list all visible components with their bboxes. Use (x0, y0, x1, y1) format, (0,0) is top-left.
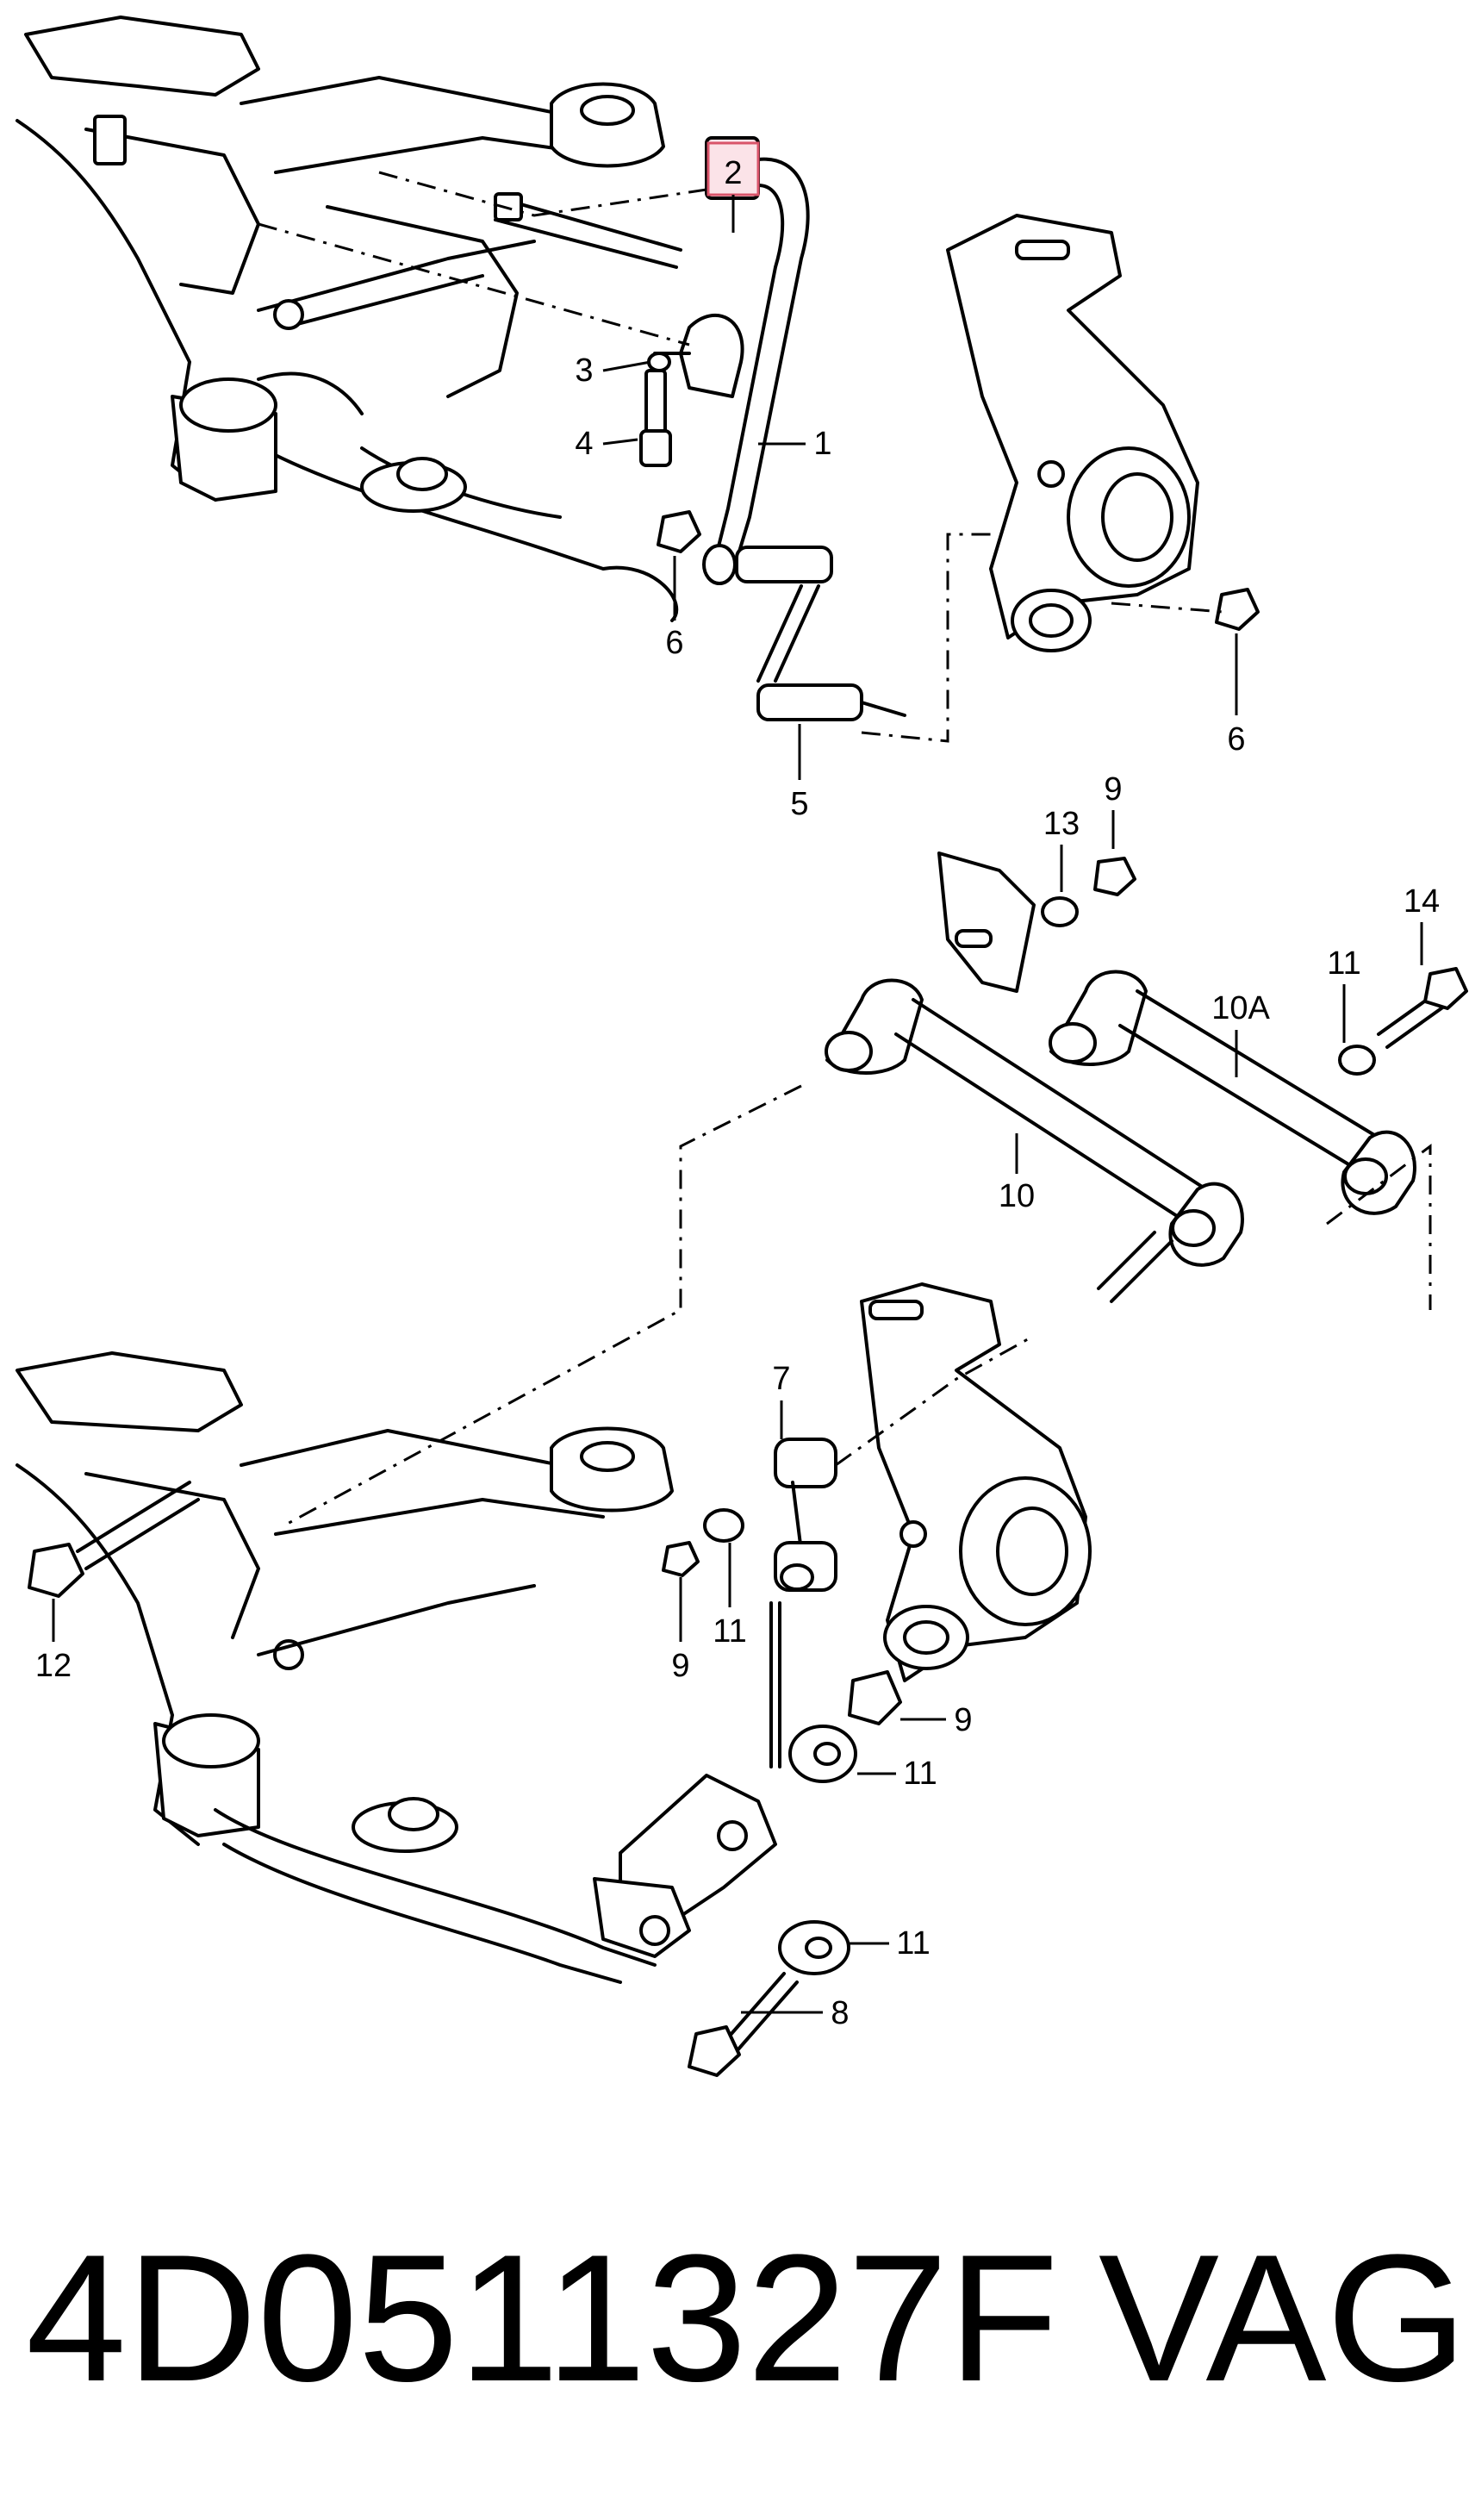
part-4-bolt (639, 369, 672, 467)
callout-9-left: 9 (671, 1648, 689, 1684)
callout-3: 3 (575, 352, 593, 389)
part-10-link (825, 978, 1244, 1303)
callout-5: 5 (790, 786, 808, 822)
upper-subframe (16, 16, 679, 622)
callout-9-top: 9 (1104, 771, 1122, 808)
parts-exploded-diagram: 2 3 4 1 6 5 6 9 13 14 11 10A 10 7 12 9 1… (16, 16, 1468, 2077)
lower-washers-nuts (662, 1508, 902, 1975)
lower-arm (593, 1774, 777, 1958)
callout-4: 4 (575, 426, 593, 462)
upper-bracket (937, 851, 1136, 993)
part-8-bolt (688, 1972, 799, 2077)
callout-11-top: 11 (1327, 945, 1360, 982)
callout-7: 7 (772, 1361, 790, 1397)
part-caption: 4D0511327F VAG (26, 2206, 1467, 2430)
callout-2: 2 (724, 155, 742, 191)
part-10a-link (1049, 970, 1416, 1215)
part-3-clamp (647, 313, 744, 398)
part-1-stabilizer-bar (494, 157, 810, 562)
callout-13: 13 (1043, 806, 1080, 842)
callout-8: 8 (831, 1995, 849, 2031)
part-14-bolt (1338, 967, 1468, 1076)
brand-name: VAG (1099, 2217, 1467, 2419)
part-6-nut-right (1215, 588, 1260, 631)
callout-11-right: 11 (903, 1756, 937, 1792)
callout-10a: 10A (1211, 990, 1270, 1026)
upper-wheel-bearing-housing (946, 214, 1199, 652)
callout-1: 1 (813, 426, 831, 462)
part-12-bolt (28, 1481, 200, 1598)
callout-14: 14 (1404, 883, 1440, 920)
callout-6-right: 6 (1227, 721, 1245, 758)
callout-10: 10 (999, 1178, 1035, 1214)
callout-6-left: 6 (665, 625, 683, 661)
callouts: 2 3 4 1 6 5 6 9 13 14 11 10A 10 7 12 9 1… (35, 141, 1440, 2031)
callout-11-left: 11 (713, 1613, 746, 1650)
part-7-coupling-link (769, 1438, 837, 1768)
lower-wheel-bearing-housing (860, 1282, 1092, 1682)
callout-9-right: 9 (954, 1702, 972, 1738)
part-number: 4D0511327F (26, 2217, 1059, 2419)
part-5-coupling-rod (735, 546, 906, 721)
callout-12: 12 (35, 1648, 72, 1684)
callout-11-bottom: 11 (896, 1925, 930, 1962)
lower-subframe (16, 1351, 674, 1984)
